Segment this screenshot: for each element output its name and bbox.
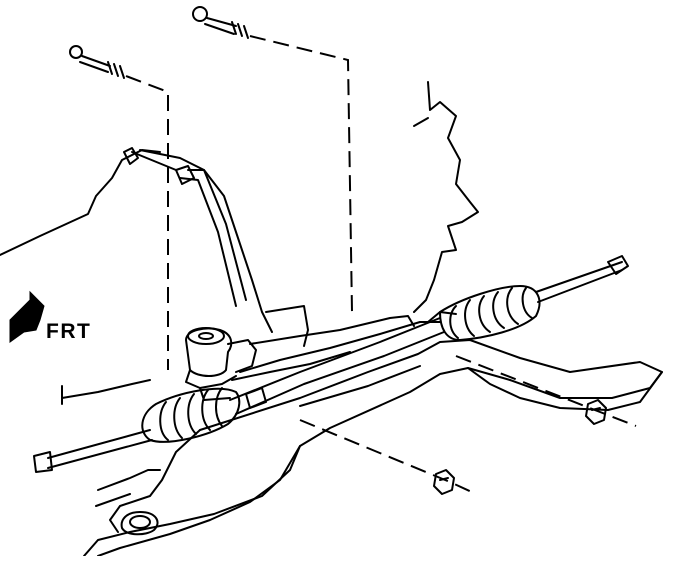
body-panel-upper-right <box>139 149 273 333</box>
nut-icon <box>433 469 455 495</box>
crossmember-mount-left <box>120 511 159 536</box>
left-tie-rod <box>47 429 153 469</box>
bolt-icon <box>69 45 125 79</box>
pinion-valve-housing <box>185 327 267 409</box>
rack-tube-top <box>229 317 441 401</box>
left-tie-rod-end <box>33 451 53 473</box>
crossmember-rear-lip-2 <box>95 493 131 507</box>
alignment-line-right-bolt <box>249 35 353 313</box>
firewall-right-edge <box>413 81 479 313</box>
right-boot <box>439 285 541 341</box>
steering-shaft <box>179 169 247 307</box>
front-arrow-icon <box>9 290 45 343</box>
crossmember-lower-edge <box>97 445 301 557</box>
right-tie-rod <box>535 261 623 303</box>
bolt-icon <box>192 6 249 39</box>
left-boot <box>141 387 241 443</box>
upper-bracket <box>123 147 195 185</box>
rack-tube-bottom <box>235 331 445 415</box>
hydraulic-line-3 <box>231 351 351 381</box>
crossmember-rear-lip <box>97 469 161 491</box>
body-panel-left <box>0 149 161 256</box>
right-tie-rod-end <box>607 255 629 275</box>
crossmember-left-end <box>109 429 201 533</box>
alignment-line-left-bolt <box>125 75 169 370</box>
crossmember-top-edge <box>83 339 663 557</box>
front-direction-label: FRT <box>46 320 92 343</box>
hydraulic-line-lower <box>239 321 441 373</box>
firewall-right-inner <box>413 117 429 127</box>
upper-bracket-link <box>131 151 177 171</box>
mount-plate <box>265 305 309 347</box>
crossmember-front-face <box>467 367 663 411</box>
nut-icon <box>585 399 607 425</box>
crossmember-center-rib <box>299 365 421 407</box>
alignment-line-right-nut <box>455 355 637 427</box>
crossmember-mount-hole <box>129 515 151 529</box>
body-lower-left <box>61 379 151 399</box>
alignment-line-left-nut <box>299 419 477 495</box>
hydraulic-line-upper <box>249 315 415 345</box>
